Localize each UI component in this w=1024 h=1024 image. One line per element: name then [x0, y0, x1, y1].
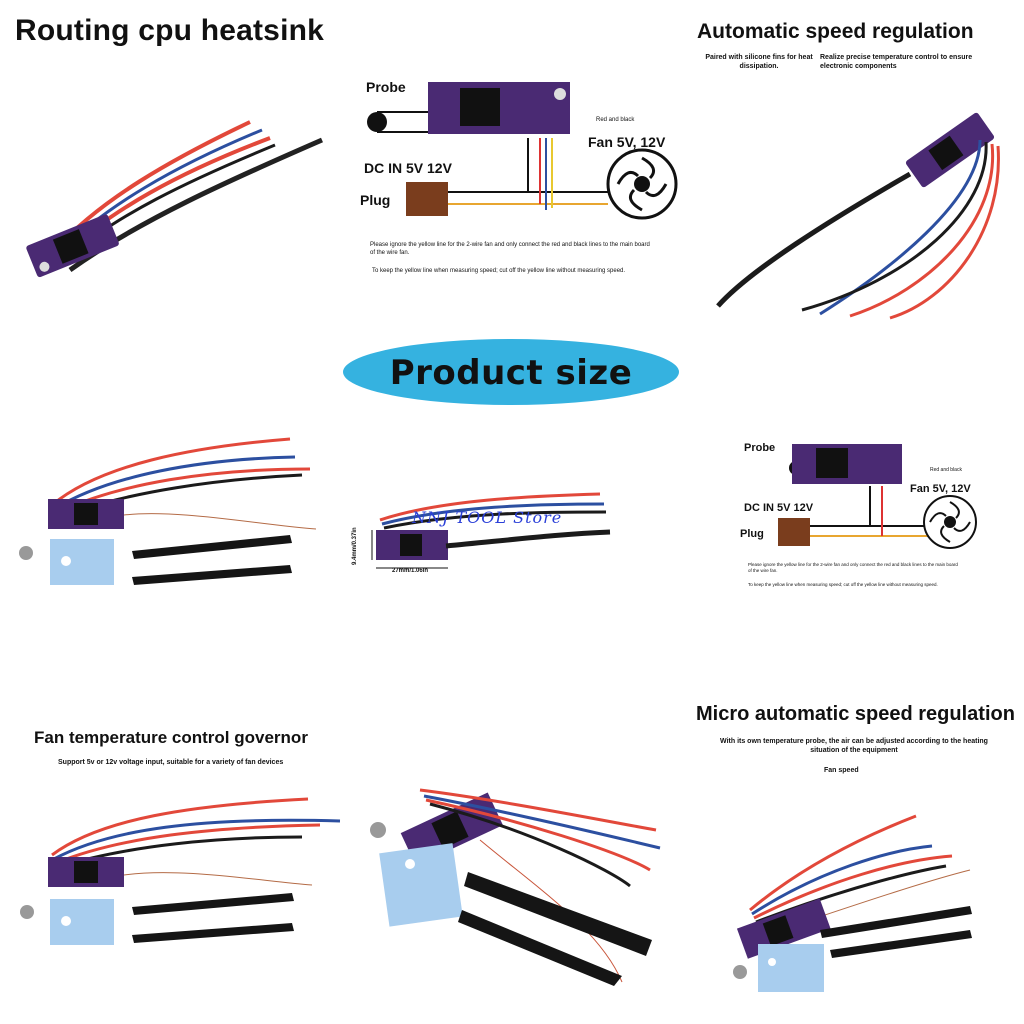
screw-icon-bottom-right: [733, 965, 747, 979]
product-photo-top-right: [716, 112, 1000, 320]
caption-paired: Paired with silicone fins for heat dissi…: [705, 54, 813, 70]
dimension-width: 27mm/1.06in: [392, 568, 429, 574]
kit-photo-middle-left: [19, 437, 317, 585]
title-automatic-speed-regulation: Automatic speed regulation: [697, 20, 974, 43]
caption-fan-speed: Fan speed: [824, 767, 859, 774]
plug-block: [406, 182, 448, 216]
screw-icon-bottom-left: [20, 905, 34, 919]
title-routing-cpu-heatsink: Routing cpu heatsink: [15, 14, 325, 47]
title-fan-temperature-control: Fan temperature control governor: [34, 728, 308, 747]
caption-realize: Realize precise temperature control to e…: [820, 54, 973, 70]
dimension-height: 9.4mm/0.37in: [352, 527, 358, 565]
red-black-label: Red and black: [596, 117, 635, 123]
caption-support: Support 5v or 12v voltage input, suitabl…: [58, 759, 284, 766]
dc-in-label-small: DC IN 5V 12V: [744, 502, 814, 514]
diagram-note-2-small: To keep the yellow line when measuring s…: [748, 582, 938, 587]
dimension-photo: [371, 492, 611, 569]
caption-probe-note: With its own temperature probe, the air …: [720, 738, 988, 754]
kit-photo-bottom-right: [733, 814, 972, 992]
probe-label-small: Probe: [744, 442, 776, 454]
watermark: NNJ TOOL Store: [412, 508, 563, 527]
product-photo-top-left: [26, 120, 323, 278]
kit-photo-bottom-left: [48, 797, 341, 945]
diagram-note-2: To keep the yellow line when measuring s…: [372, 268, 626, 274]
diagram-note-1-small: Please ignore the yellow line for the 2-…: [748, 562, 958, 573]
screw-icon-bottom-center: [370, 822, 386, 838]
dc-in-label: DC IN 5V 12V: [364, 160, 452, 176]
screw-icon: [19, 546, 33, 560]
product-size-text: Product size: [389, 353, 633, 393]
thermal-pad: [50, 539, 114, 585]
wiring-schematic-small: [778, 444, 977, 549]
red-black-label-small: Red and black: [930, 467, 962, 473]
fan-label-small: Fan 5V, 12V: [910, 483, 971, 495]
wiring-schematic: [367, 82, 678, 220]
probe-label: Probe: [366, 79, 406, 95]
plug-label-small: Plug: [740, 528, 764, 540]
title-micro-automatic-speed-regulation: Micro automatic speed regulation: [696, 703, 1015, 725]
diagram-note-1: Please ignore the yellow line for the 2-…: [370, 242, 650, 256]
plug-label: Plug: [360, 192, 391, 208]
kit-photo-bottom-center: [370, 788, 661, 986]
fan-label: Fan 5V, 12V: [588, 134, 666, 150]
product-size-banner: Product size: [343, 339, 679, 405]
